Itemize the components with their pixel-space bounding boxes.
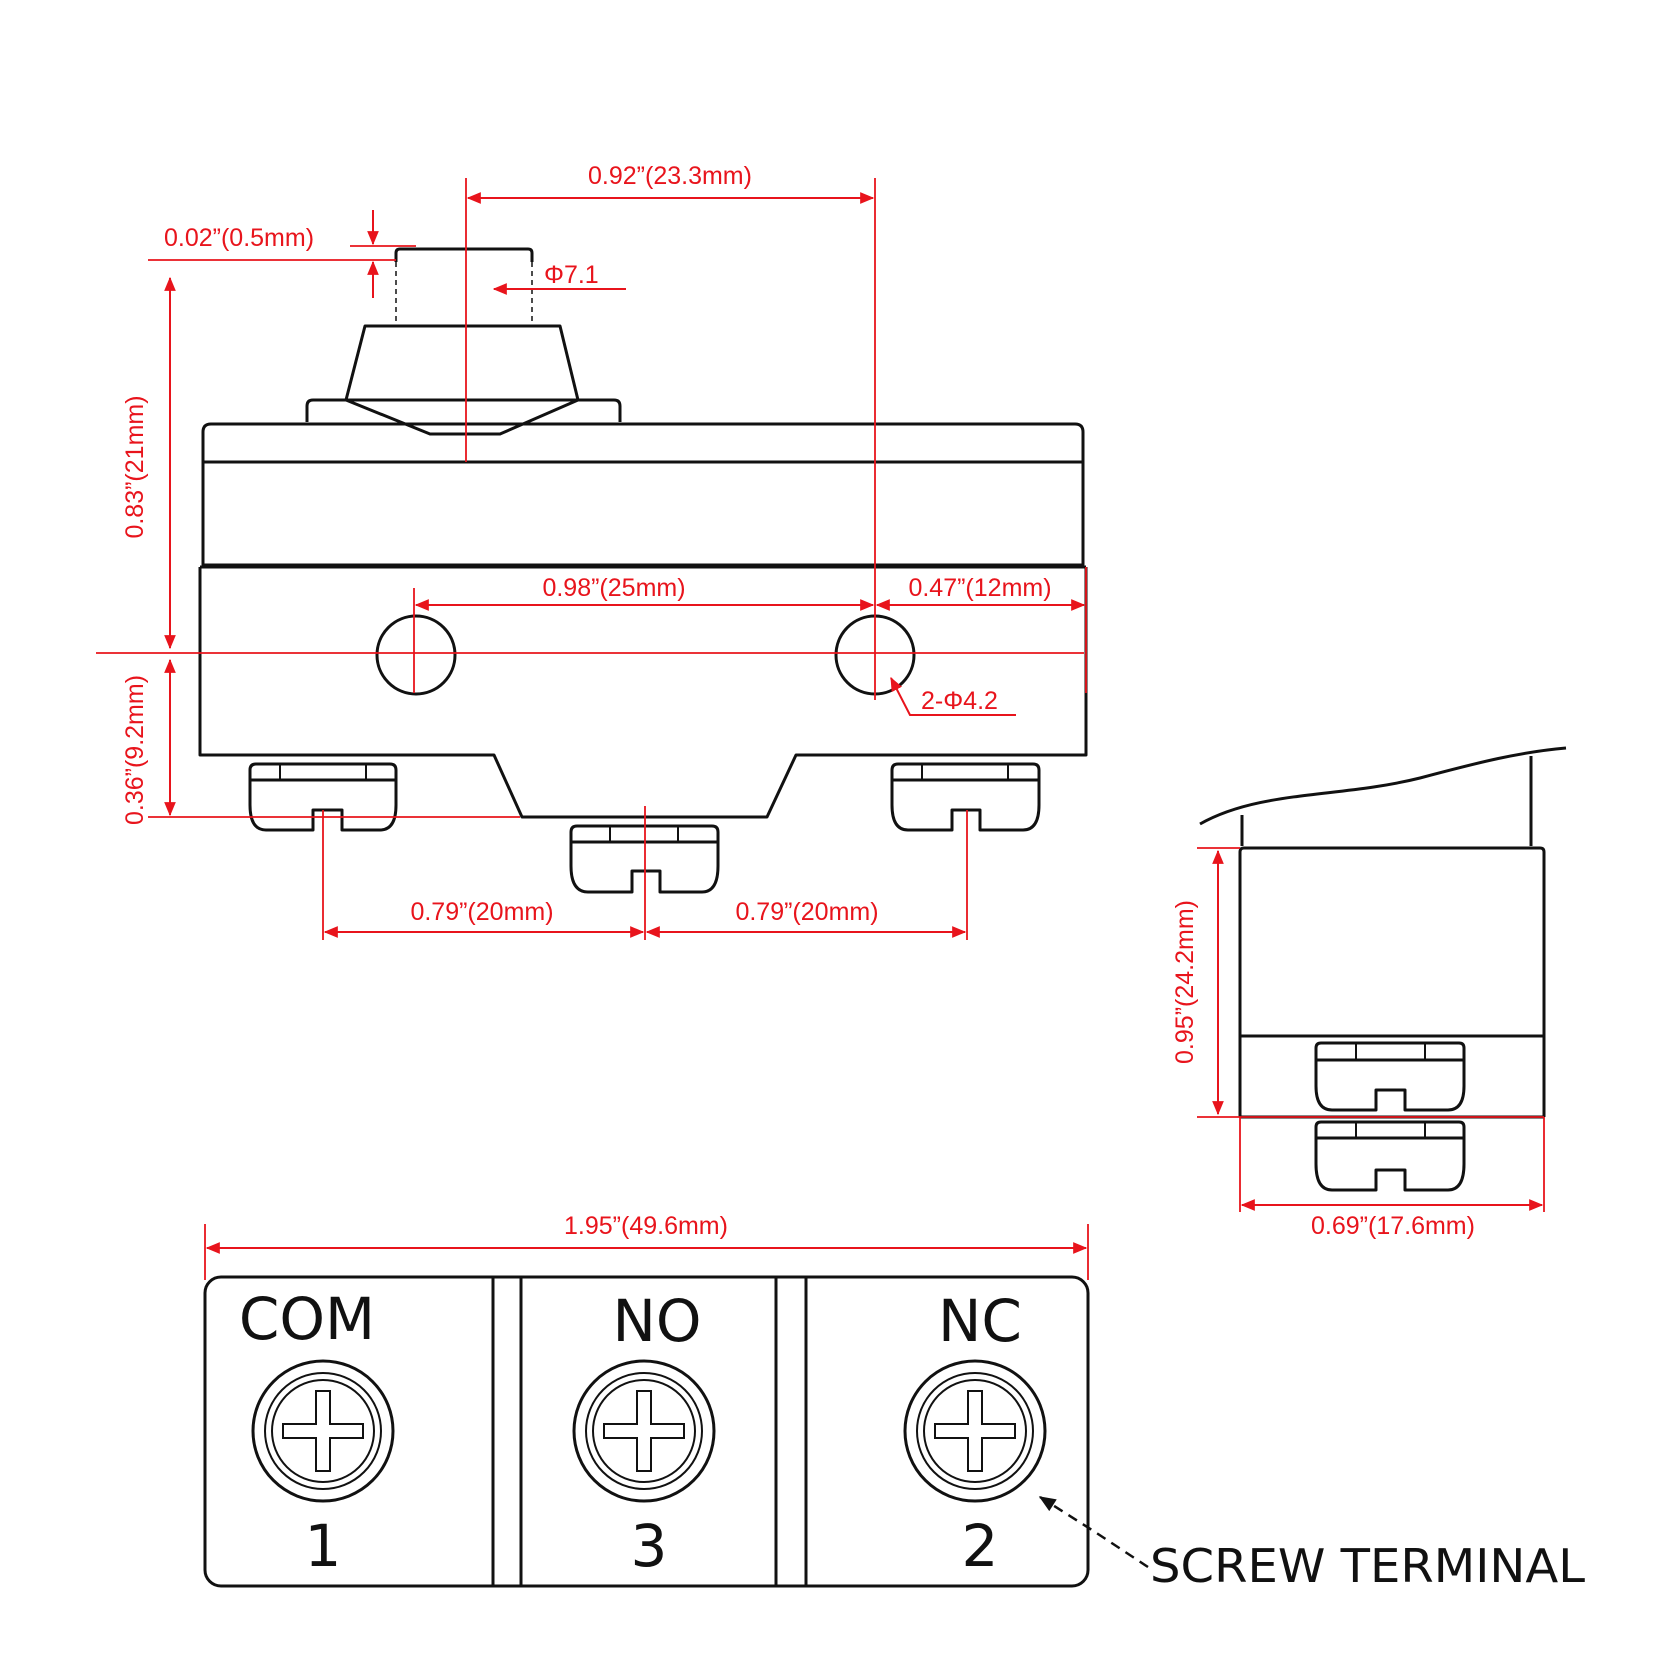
side-screw-terminal-lower — [1314, 1120, 1466, 1192]
dim-side-height: 0.95”(24.2mm) — [1171, 900, 1199, 1064]
side-body — [1238, 846, 1546, 1110]
dim-terminal-pitch-right: 0.79”(20mm) — [735, 898, 878, 926]
side-view — [1199, 746, 1567, 1192]
terminal-label-no: NO — [612, 1287, 701, 1355]
dim-terminal-pitch-left: 0.79”(20mm) — [410, 898, 553, 926]
terminal-number-com: 1 — [305, 1512, 342, 1580]
terminal-com: COM 1 — [239, 1285, 395, 1580]
side-screw-terminal-upper — [1314, 1041, 1466, 1112]
side-break-line — [1199, 746, 1567, 826]
switch-cover — [201, 422, 1085, 462]
arrow-icon — [1038, 1495, 1149, 1569]
terminal-number-no: 3 — [631, 1512, 668, 1580]
plunger-tip — [394, 247, 534, 262]
front-screw-terminal-right — [890, 762, 1041, 832]
plunger-body — [344, 324, 580, 402]
front-screw-terminal-left — [248, 762, 398, 832]
phillips-screw-icon — [572, 1359, 716, 1503]
dim-hole-spacing: 0.98”(25mm) — [542, 574, 685, 602]
dim-plunger-diameter: Φ7.1 — [544, 261, 599, 289]
dim-hole-height: 0.36”(9.2mm) — [121, 675, 149, 825]
front-view-dimensions: 0.92”(23.3mm) 0.02”(0.5mm) Φ7.1 0.83”(21… — [96, 162, 1087, 940]
dim-total-height: 0.83”(21mm) — [121, 395, 149, 538]
terminal-label-com: COM — [239, 1285, 375, 1353]
plunger-collar — [345, 398, 579, 436]
dim-side-width: 0.69”(17.6mm) — [1311, 1212, 1475, 1240]
plunger-base — [305, 398, 622, 422]
terminal-number-nc: 2 — [962, 1512, 999, 1580]
dim-total-length: 1.95”(49.6mm) — [564, 1212, 728, 1240]
dim-hole-diameter: 2-Φ4.2 — [921, 687, 998, 715]
terminal-block — [203, 1275, 1090, 1588]
terminal-nc: NC 2 — [903, 1287, 1047, 1580]
dim-plunger-travel: 0.02”(0.5mm) — [164, 224, 314, 252]
front-view — [198, 247, 1088, 894]
side-view-dimensions: 0.95”(24.2mm) 0.69”(17.6mm) — [1171, 847, 1545, 1240]
dim-hole-edge: 0.47”(12mm) — [908, 574, 1051, 602]
phillips-screw-icon — [903, 1359, 1047, 1503]
terminal-label-nc: NC — [938, 1287, 1022, 1355]
phillips-screw-icon — [251, 1359, 395, 1503]
screw-terminal-callout: SCREW TERMINAL — [1150, 1539, 1585, 1593]
terminal-view: 1.95”(49.6mm) COM 1 NO — [203, 1212, 1585, 1593]
mounting-hole-left — [375, 614, 457, 696]
dim-plunger-offset: 0.92”(23.3mm) — [588, 162, 752, 190]
switch-housing-upper — [201, 462, 1085, 567]
terminal-no: NO 3 — [572, 1287, 716, 1580]
